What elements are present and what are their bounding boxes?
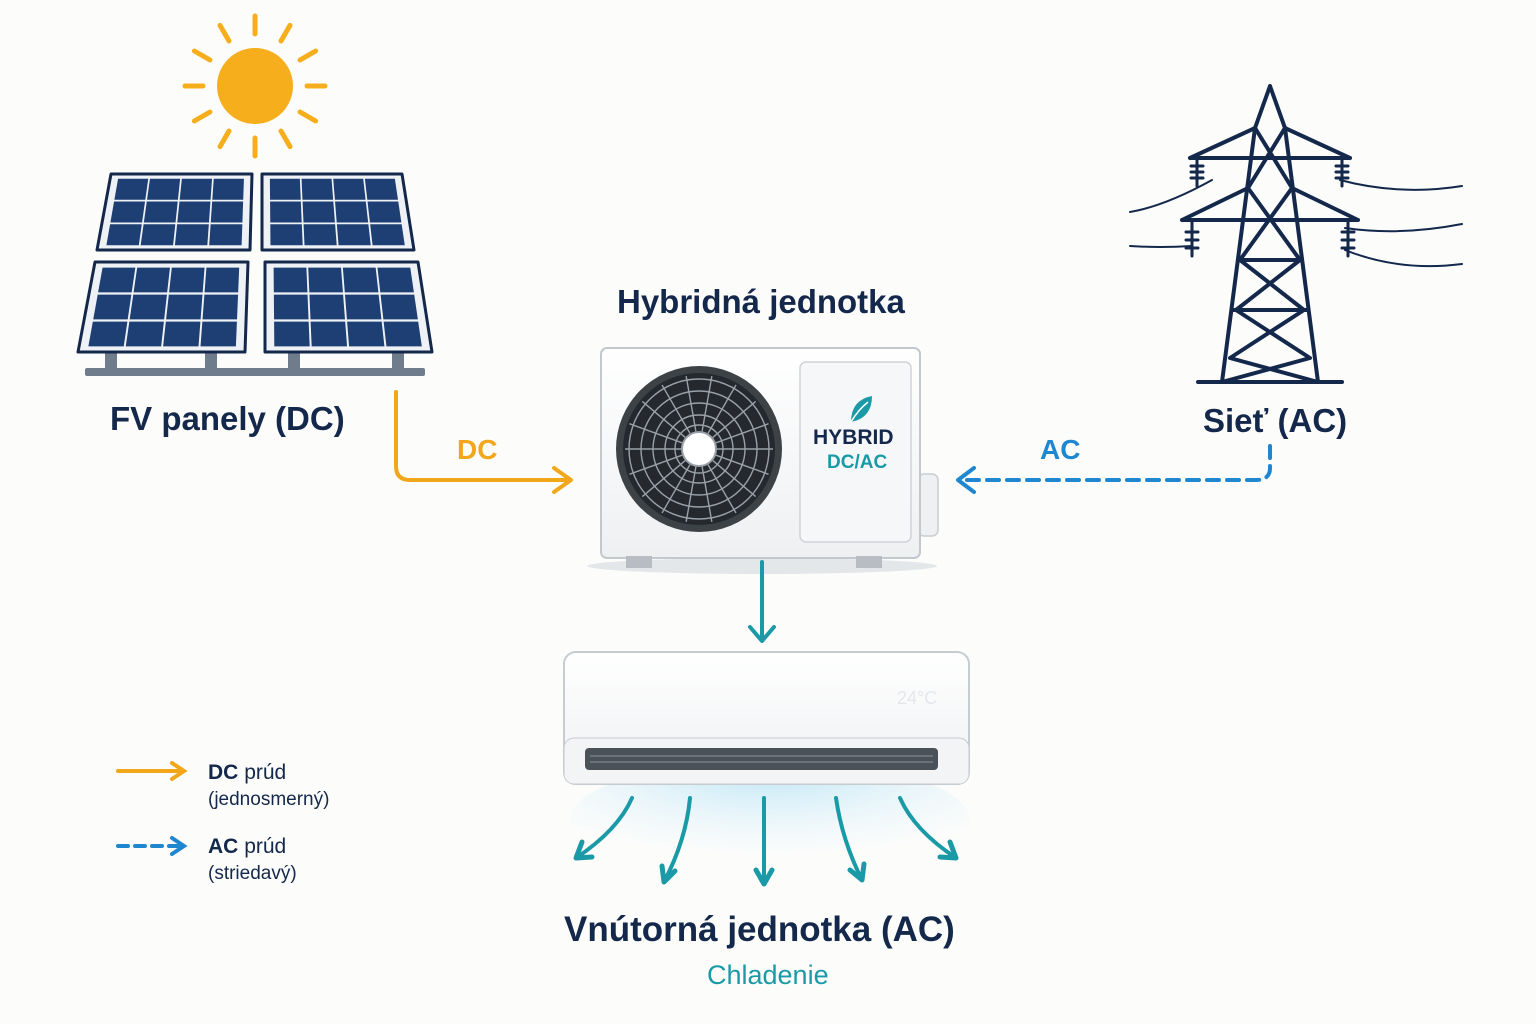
air-flow-arrow <box>898 796 959 861</box>
air-flow-arrow <box>834 796 867 883</box>
legend-ac-sub: (striedavý) <box>208 863 297 884</box>
indoor-display: 24°C <box>897 688 938 708</box>
panels-label: FV panely (DC) <box>110 400 345 437</box>
legend-ac-line <box>116 836 188 856</box>
sun-icon <box>182 13 328 159</box>
hybrid-title: Hybridná jednotka <box>617 283 905 320</box>
legend-dc-sub: (jednosmerný) <box>208 789 330 810</box>
air-flow-arrow <box>753 796 775 887</box>
dc-edge-label: DC <box>457 434 498 465</box>
ac-connector <box>956 444 1272 494</box>
air-flow-arrow <box>573 796 634 861</box>
legend-ac-word: prúd <box>244 835 287 858</box>
indoor-unit <box>563 651 970 887</box>
legend-dc: DC prúd (jednosmerný) <box>208 760 329 813</box>
indoor-sublabel: Chladenie <box>707 960 829 990</box>
hybrid-badge-line1: HYBRID <box>813 426 894 449</box>
legend-dc-key: DC <box>208 761 239 784</box>
dc-connector <box>394 390 573 494</box>
legend-dc-word: prúd <box>244 761 287 784</box>
legend-dc-line <box>116 761 188 781</box>
fan-icon <box>616 366 782 532</box>
hybrid-outdoor-unit <box>587 347 939 574</box>
power-tower-icon <box>1129 84 1463 384</box>
ac-edge-label: AC <box>1040 434 1081 465</box>
indoor-label: Vnútorná jednotka (AC) <box>564 910 955 949</box>
leaf-icon <box>850 396 872 423</box>
hybrid-to-indoor-connector <box>748 560 776 643</box>
legend-ac: AC prúd (striedavý) <box>208 834 297 887</box>
air-flow-arrow <box>659 796 692 885</box>
legend-ac-key: AC <box>208 835 239 858</box>
solar-panel-icon <box>76 172 434 376</box>
hybrid-badge-line2: DC/AC <box>827 452 888 473</box>
grid-label: Sieť (AC) <box>1203 402 1348 439</box>
air-flow-icon <box>573 796 959 887</box>
